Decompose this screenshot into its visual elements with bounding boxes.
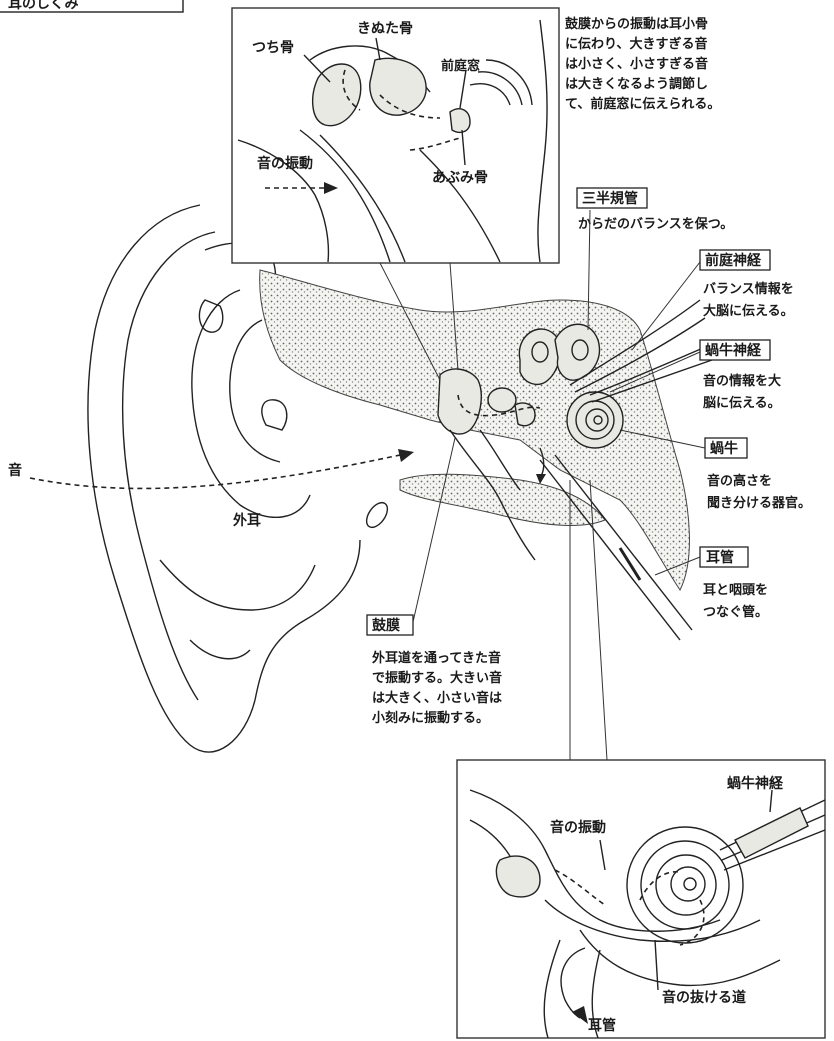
eustachian-desc: 耳と咽頭を xyxy=(703,583,768,598)
vibration-bottom-label: 音の振動 xyxy=(550,819,606,836)
incus-label: きぬた骨 xyxy=(357,20,413,37)
outer-ear-label: 外耳 xyxy=(233,512,261,529)
eardrum-desc: は大きく、小さい音は xyxy=(372,690,502,706)
sound-arrow xyxy=(30,449,414,488)
cochlear-nerve-bottom-label: 蝸牛神経 xyxy=(727,775,784,792)
ossicle-note-line: に伝わり、大きすぎる音 xyxy=(565,36,707,52)
ossicle-note-line: は大きくなるよう調節し xyxy=(565,76,708,92)
cochlea-inset xyxy=(457,760,825,1038)
ossicle-note-line: て、前庭窓に伝えられる。 xyxy=(565,96,720,112)
ossicle-note-line: は小さく、小さすぎる音 xyxy=(565,56,708,72)
semicircular-desc: からだのバランスを保つ。 xyxy=(578,216,733,232)
stapes-label: あぶみ骨 xyxy=(432,169,488,186)
auricle xyxy=(88,205,392,752)
vestibular-nerve-desc: 大脳に伝える。 xyxy=(703,303,794,319)
sound-exit-label: 音の抜ける道 xyxy=(662,989,746,1006)
vestibular-nerve-callout: 前庭神経 バランス情報を 大脳に伝える。 xyxy=(632,250,794,350)
cochlear-nerve-title: 蝸牛神経 xyxy=(705,342,762,359)
oval-window-label: 前庭窓 xyxy=(441,58,480,74)
cochlea-desc: 音の高さを xyxy=(707,473,772,489)
vestibular-nerve-desc: バランス情報を xyxy=(703,281,794,297)
vibration-top-label: 音の振動 xyxy=(257,155,313,172)
semicircular-title: 三半規管 xyxy=(582,190,638,207)
temporal-bone xyxy=(260,270,690,590)
cochlea-desc: 聞き分ける器官。 xyxy=(707,495,811,511)
cochlear-nerve-desc: 脳に伝える。 xyxy=(703,395,781,411)
eustachian-desc: つなぐ管。 xyxy=(703,604,768,620)
eustachian-title: 耳管 xyxy=(706,549,734,566)
eardrum-desc: 外耳道を通ってきた音 xyxy=(371,650,501,666)
ossicle-note-line: 鼓膜からの振動は耳小骨 xyxy=(565,16,708,32)
eardrum-desc: 小刻みに振動する。 xyxy=(372,710,489,726)
diagram-title: 耳のしくみ xyxy=(8,0,79,12)
title-box: 耳のしくみ xyxy=(0,0,183,12)
eardrum-desc: で振動する。大きい音 xyxy=(372,670,502,686)
cochlea-title: 蝸牛 xyxy=(710,440,738,457)
eustachian-bottom-label: 耳管 xyxy=(588,1017,616,1034)
malleus-label: つち骨 xyxy=(252,39,294,56)
ossicle-note: 鼓膜からの振動は耳小骨 に伝わり、大きすぎる音 は小さく、小さすぎる音 は大きく… xyxy=(565,16,720,112)
eardrum-title: 鼓膜 xyxy=(372,617,400,634)
cochlear-nerve-desc: 音の情報を大 xyxy=(703,373,781,389)
vestibular-nerve-title: 前庭神経 xyxy=(705,252,762,269)
sound-label: 音 xyxy=(8,462,22,479)
